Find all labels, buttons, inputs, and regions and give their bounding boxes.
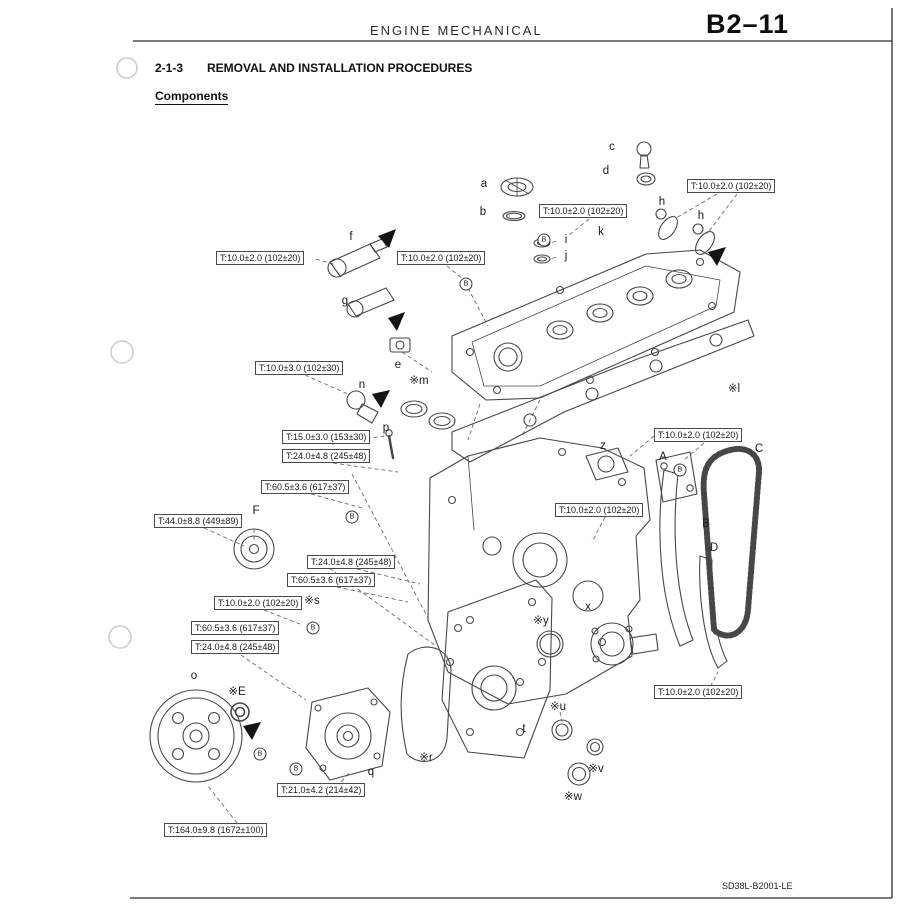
part-callout-label: ※l xyxy=(727,383,741,395)
part-callout-label: D xyxy=(709,542,719,554)
torque-spec-label: T:10.0±2.0 (102±20) xyxy=(555,503,644,517)
torque-spec-label: T:24.0±4.8 (245±48) xyxy=(191,640,280,654)
part-callout-label: ※y xyxy=(533,615,549,627)
part-callout-label: k xyxy=(598,226,604,238)
part-callout-label: f xyxy=(349,231,353,243)
part-callout-label: h xyxy=(697,210,705,222)
footer-code: SD38L-B2001-LE xyxy=(722,881,793,891)
part-callout-label: x xyxy=(585,601,591,613)
torque-spec-label: T:164.0±9.8 (1672±100) xyxy=(164,823,268,837)
part-callout-label: b xyxy=(479,206,487,218)
part-callout-label: z xyxy=(600,440,606,452)
section-heading: 2-1-3 REMOVAL AND INSTALLATION PROCEDURES xyxy=(155,61,472,75)
torque-spec-label: T:15.0±3.0 (153±30) xyxy=(282,430,371,444)
part-callout-label: ※u xyxy=(549,701,567,713)
part-callout-label: i xyxy=(564,234,568,246)
part-callout-label: ※v xyxy=(588,763,604,775)
torque-spec-label: T:10.0±2.0 (102±20) xyxy=(687,179,776,193)
torque-spec-label: T:10.0±3.0 (102±30) xyxy=(255,361,344,375)
part-callout-label: F xyxy=(252,505,260,517)
part-callout-label: ※s xyxy=(304,595,320,607)
part-callout-label: t xyxy=(522,723,526,735)
bolt-marker-icon: B xyxy=(306,621,320,635)
part-callout-label: ※E xyxy=(228,686,246,698)
part-callout-label: B xyxy=(702,518,710,530)
part-callout-label: c xyxy=(609,141,615,153)
part-callout-label: ※r xyxy=(419,752,433,764)
part-callout-label: n xyxy=(358,379,366,391)
part-callout-label: C xyxy=(754,443,764,455)
part-callout-label: e xyxy=(394,359,402,371)
part-callout-label: h xyxy=(658,196,666,208)
torque-spec-label: T:60.5±3.6 (617±37) xyxy=(287,573,376,587)
bolt-marker-icon: B xyxy=(537,233,551,247)
bolt-marker-icon: B xyxy=(459,277,473,291)
part-callout-label: a xyxy=(480,178,488,190)
torque-spec-label: T:10.0±2.0 (102±20) xyxy=(654,685,743,699)
part-callout-label: j xyxy=(564,250,568,262)
torque-spec-label: T:10.0±2.0 (102±20) xyxy=(539,204,628,218)
part-callout-label: ※w xyxy=(564,791,582,803)
part-callout-label: ※m xyxy=(409,375,429,387)
bolt-marker-icon: B xyxy=(673,463,687,477)
section-number: 2-1-3 xyxy=(155,61,184,75)
bolt-marker-icon: B xyxy=(253,747,267,761)
page-number: B2–11 xyxy=(706,9,790,39)
torque-spec-label: T:44.0±8.8 (449±89) xyxy=(154,514,243,528)
torque-spec-label: T:60.5±3.6 (617±37) xyxy=(191,621,280,635)
page-title: ENGINE MECHANICAL xyxy=(370,23,543,38)
bolt-marker-icon: B xyxy=(289,762,303,776)
part-callout-label: o xyxy=(190,670,198,682)
section-title: REMOVAL AND INSTALLATION PROCEDURES xyxy=(207,61,473,75)
part-callout-label: q xyxy=(367,766,375,778)
torque-spec-label: T:10.0±2.0 (102±20) xyxy=(214,596,303,610)
torque-spec-label: T:21.0±4.2 (214±42) xyxy=(277,783,366,797)
torque-spec-label: T:24.0±4.8 (245±48) xyxy=(282,449,371,463)
torque-spec-label: T:10.0±2.0 (102±20) xyxy=(654,428,743,442)
part-callout-label: d xyxy=(602,165,610,177)
part-callout-label: p xyxy=(382,422,390,434)
components-heading: Components xyxy=(155,89,229,105)
torque-spec-label: T:60.5±3.6 (617±37) xyxy=(261,480,350,494)
torque-spec-label: T:10.0±2.0 (102±20) xyxy=(397,251,486,265)
part-callout-label: A xyxy=(659,451,667,463)
part-callout-label: g xyxy=(341,295,349,307)
bolt-marker-icon: B xyxy=(345,510,359,524)
torque-spec-label: T:10.0±2.0 (102±20) xyxy=(216,251,305,265)
torque-spec-label: T:24.0±4.8 (245±48) xyxy=(307,555,396,569)
